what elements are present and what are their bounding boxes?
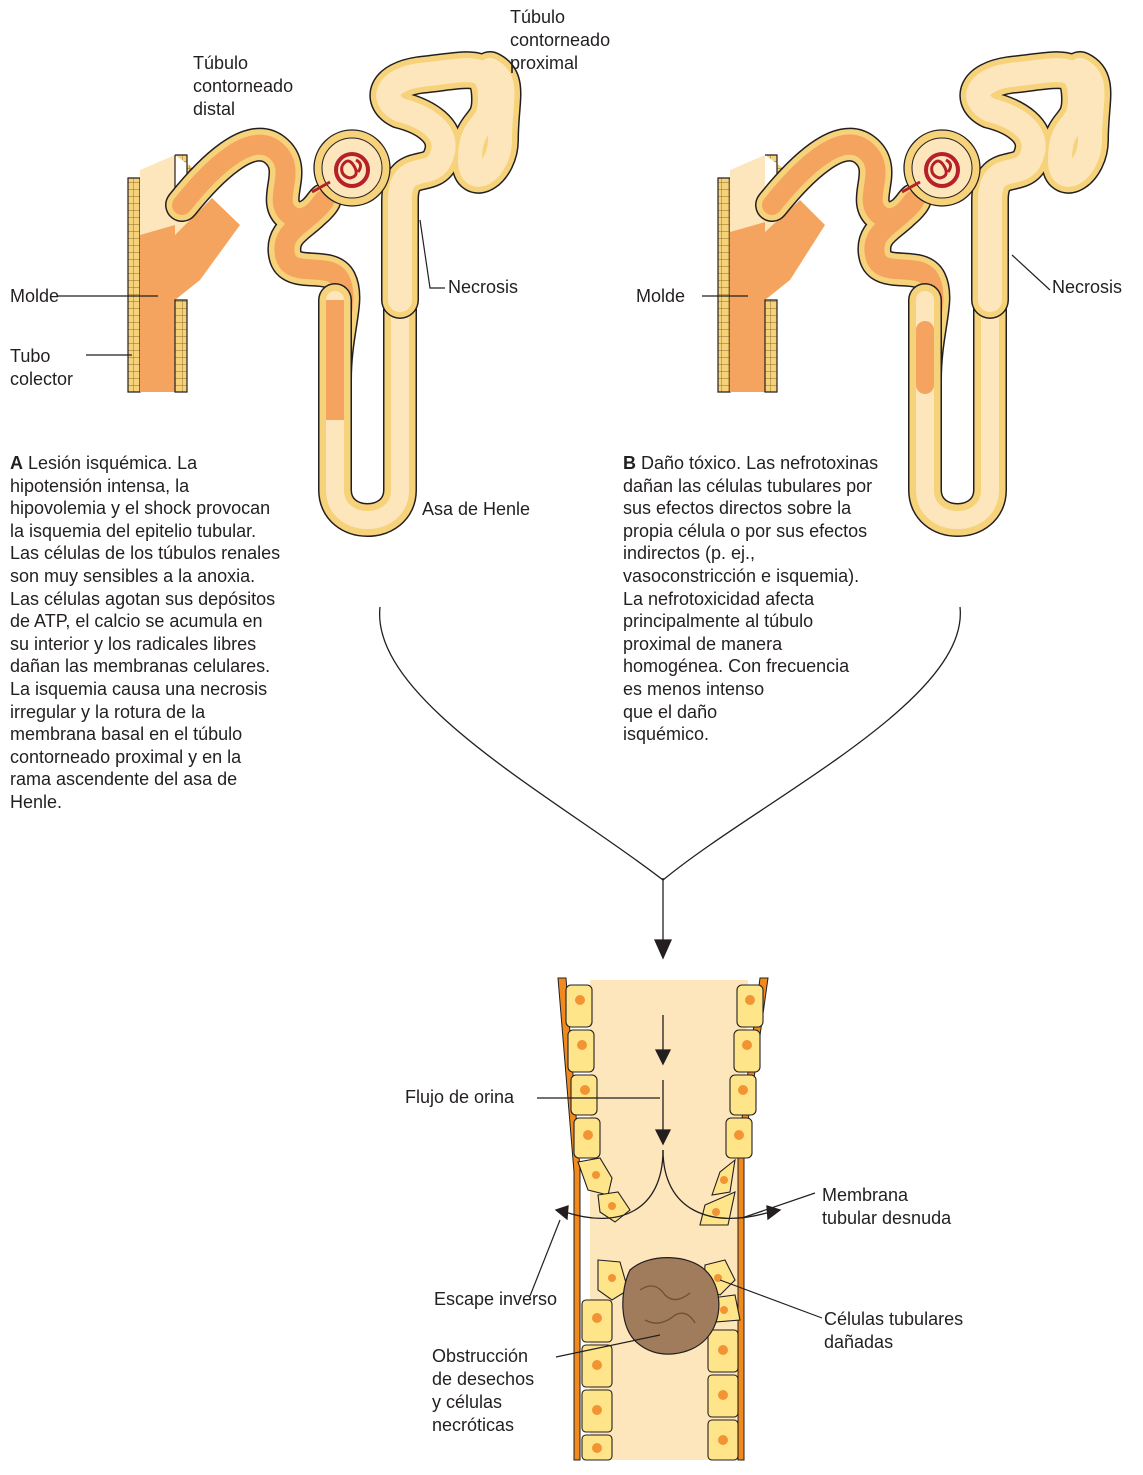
label-loop-of-henle: Asa de Henle xyxy=(422,498,530,521)
label-dct: Túbulo contorneado distal xyxy=(193,52,293,121)
label-urine-flow: Flujo de orina xyxy=(405,1086,514,1109)
caption-a: A Lesión isquémica. La hipotensión inten… xyxy=(10,452,340,814)
label-cast-a: Molde xyxy=(10,285,59,308)
label-bare-membrane: Membrana tubular desnuda xyxy=(822,1184,951,1230)
label-necrosis-b: Necrosis xyxy=(1052,276,1122,299)
label-cast-b: Molde xyxy=(636,285,685,308)
label-obstruction: Obstrucción de desechos y células necrót… xyxy=(432,1345,534,1437)
caption-b: B Daño tóxico. Las nefrotoxinas dañan la… xyxy=(623,452,943,746)
caption-a-letter: A xyxy=(10,453,23,473)
label-necrosis-a: Necrosis xyxy=(448,276,518,299)
label-backleak: Escape inverso xyxy=(434,1288,557,1311)
tubule-section xyxy=(530,978,822,1460)
label-damaged-cells: Células tubulares dañadas xyxy=(824,1308,963,1354)
caption-b-letter: B xyxy=(623,453,636,473)
label-collecting-duct: Tubo colector xyxy=(10,345,73,391)
label-pct: Túbulo contorneado proximal xyxy=(510,6,610,75)
